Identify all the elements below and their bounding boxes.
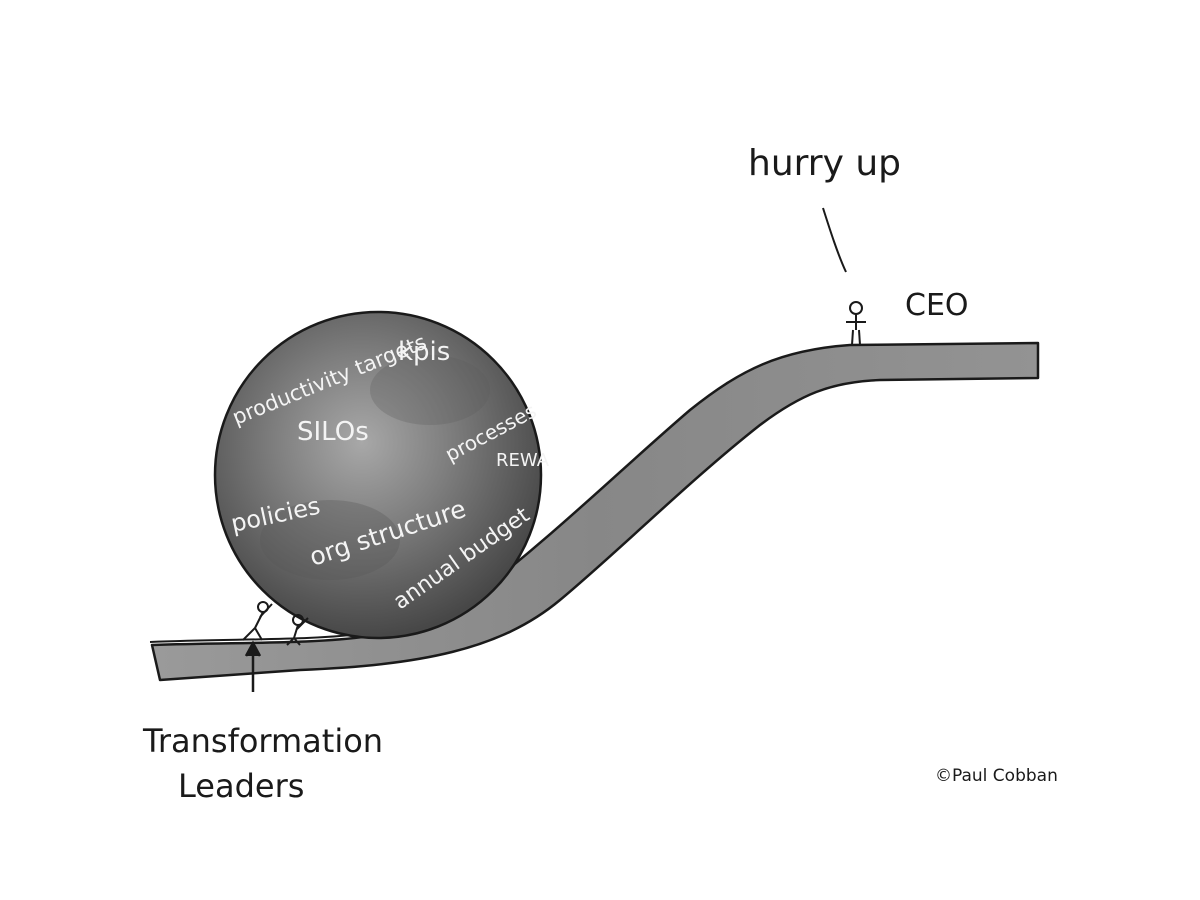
speech-text: hurry up	[748, 143, 901, 184]
speech-line	[822, 207, 847, 273]
leaders-caption-line1: Transformation	[142, 722, 383, 760]
ball-word-kpis: kpis	[398, 337, 450, 367]
leaders-arrow	[244, 640, 262, 692]
boulder	[213, 310, 543, 640]
artist-credit: ©Paul Cobban	[935, 766, 1058, 786]
ceo-label: CEO	[905, 288, 969, 323]
pushing-figures	[242, 601, 309, 646]
leaders-caption-line2: Leaders	[178, 767, 304, 805]
ball-word-rewa: REWA	[496, 450, 550, 471]
ball-word-silos: SILOs	[297, 417, 369, 447]
ceo-figure	[846, 301, 866, 346]
